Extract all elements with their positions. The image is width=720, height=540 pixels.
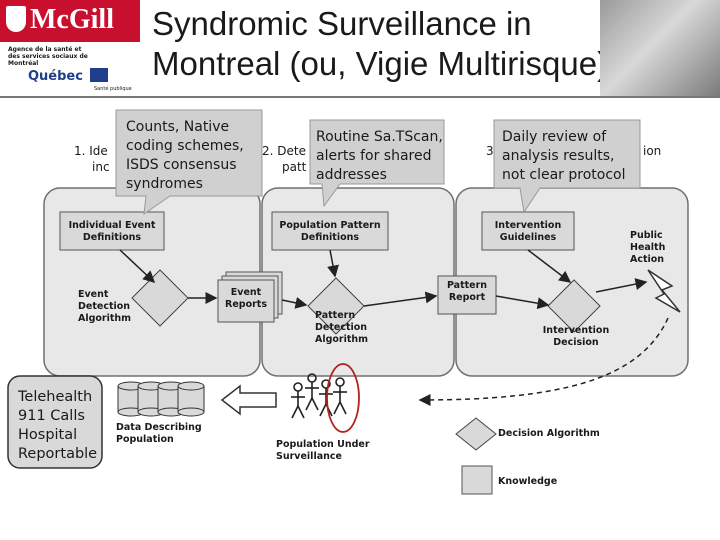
quebec-wordmark: Québec: [28, 69, 83, 84]
legend-diamond-icon: [455, 417, 497, 451]
event-reports-stack-1: [217, 279, 275, 323]
step3-heading: 3: [486, 144, 494, 158]
mcgill-wordmark: McGill: [30, 4, 114, 35]
source-telehealth: Telehealth: [18, 389, 93, 405]
header-divider: [0, 96, 720, 98]
source-hospital: Hospital: [18, 427, 78, 443]
legend-decision-algorithm: Decision Algorithm: [498, 428, 600, 439]
event-detection-diamond: [131, 269, 189, 327]
quebec-flag-icon: [90, 68, 108, 82]
title-line-1: Syndromic Surveillance in: [152, 5, 532, 42]
page-title: Syndromic Surveillance in Montreal (ou, …: [152, 4, 712, 84]
data-cylinders: [117, 381, 205, 417]
legend-knowledge: Knowledge: [498, 476, 558, 487]
step3-tail: ion: [643, 144, 662, 158]
arrow-defs-to-event: [119, 249, 156, 284]
sources-list: Telehealth 911 Calls Hospital Reportable: [8, 376, 102, 468]
arrow-report-to-decision: [495, 295, 550, 310]
step2-heading: 2. Dete: [262, 144, 306, 158]
arrow-decision-to-action: [595, 278, 648, 293]
source-911: 911 Calls: [18, 408, 85, 424]
sante-text: Santé publique: [94, 86, 132, 92]
callout-3-bubble: [493, 119, 641, 214]
pattern-detection-diamond: [307, 277, 365, 335]
lightning-icon: [647, 269, 681, 313]
source-reportable: Reportable: [18, 446, 98, 462]
callout-1-bubble: [115, 109, 263, 216]
individual-event-definitions-box: [59, 211, 165, 251]
pattern-report-box: [437, 275, 497, 315]
population-pattern-definitions-box: [271, 211, 389, 251]
arrow-reports-to-pattern: [281, 296, 308, 309]
step1-subheading: inc: [92, 160, 110, 174]
step2-subheading: patt: [282, 160, 307, 174]
intervention-decision-diamond: [547, 279, 601, 333]
arrow-guidelines-to-decision: [527, 249, 572, 283]
title-line-2: Montreal (ou, Vigie Multirisque): [152, 45, 609, 82]
step1-heading: 1. Ide: [74, 144, 108, 158]
legend-knowledge-icon: [461, 465, 493, 495]
agence-text: Agence de la santé et des services socia…: [8, 46, 88, 67]
arrow-popdefs-to-pattern: [327, 249, 339, 278]
intervention-guidelines-box: [481, 211, 575, 251]
block-arrow-icon: [220, 384, 277, 416]
sources-box: [7, 375, 103, 469]
building-photo: [600, 0, 720, 96]
population-figures-icon: [291, 373, 347, 419]
mcgill-logo: McGill Agence de la santé et des service…: [0, 0, 140, 96]
arrow-pattern-to-report: [363, 291, 438, 307]
highlight-circle: [326, 363, 360, 433]
callout-2-bubble: [309, 119, 445, 208]
crest-icon: [6, 6, 26, 32]
